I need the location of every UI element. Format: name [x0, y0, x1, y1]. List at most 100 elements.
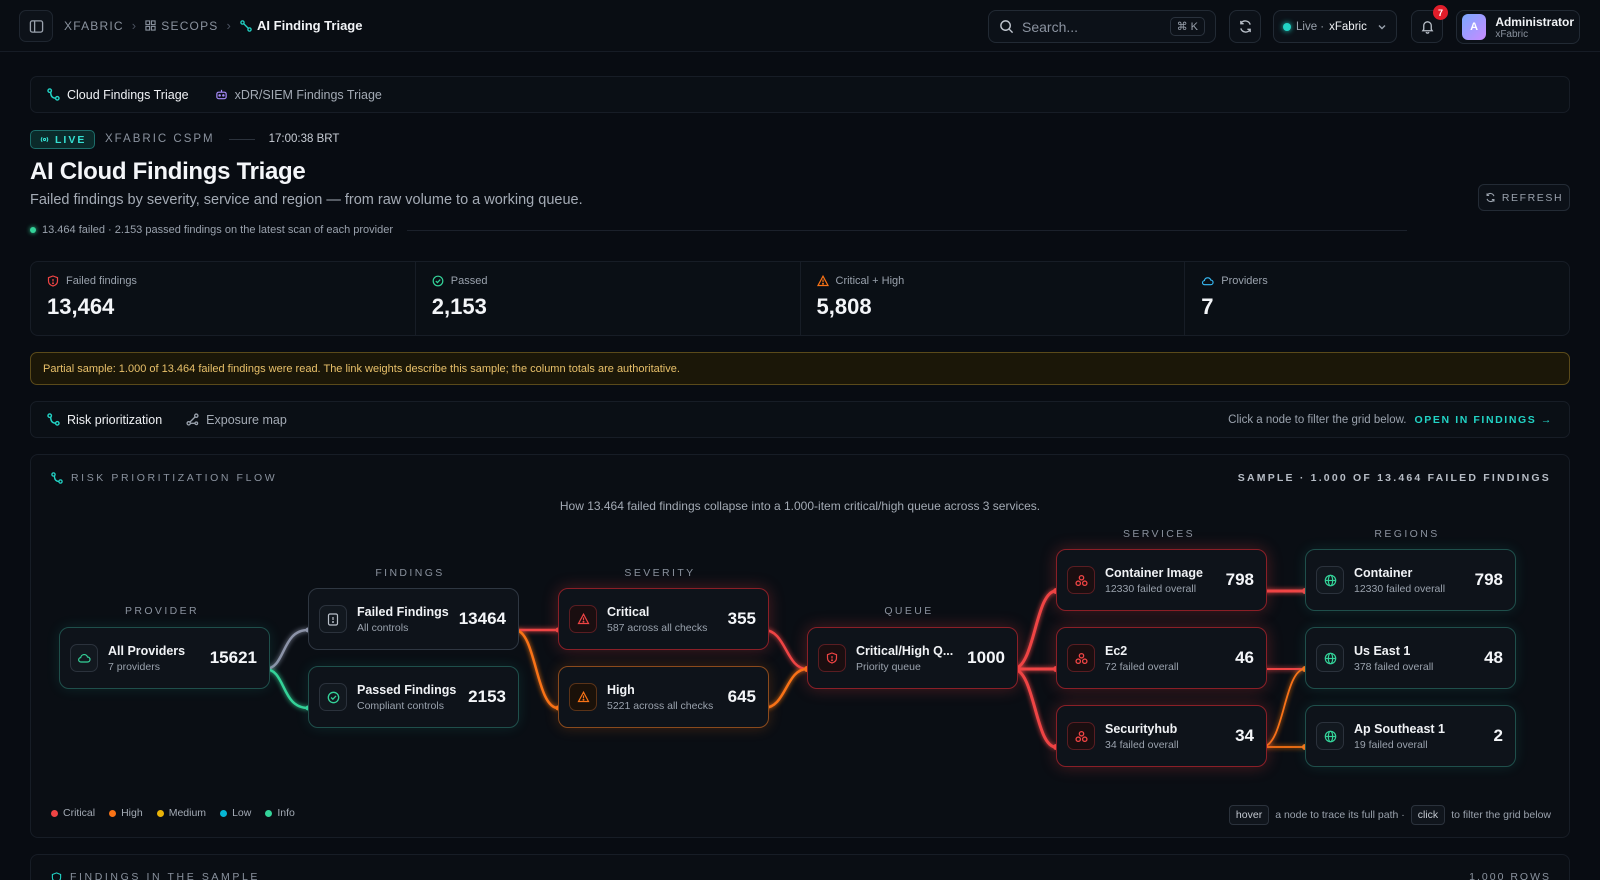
stat-value: 5,808 [816, 294, 872, 319]
stat-value: 7 [1201, 294, 1214, 319]
scan-status-text: 13.464 failed · 2.153 passed findings on… [42, 224, 394, 236]
stat-critical-high: Critical + High 5,808 [801, 262, 1186, 335]
node-name: Container Image [1105, 565, 1203, 580]
globe-icon [1324, 730, 1336, 742]
node-name: Ec2 [1105, 643, 1128, 658]
view-hint: Click a node to filter the grid below. [1228, 413, 1407, 426]
risk-prioritization-flow: RISK PRIORITIZATION FLOW SAMPLE · 1.000 … [30, 454, 1570, 838]
legend-swatch [265, 809, 273, 817]
flow-icon [240, 19, 252, 32]
notifications-button[interactable]: 7 [1411, 5, 1448, 43]
search-input[interactable]: Search... ⌘ K [988, 10, 1216, 43]
legend-item: Info [265, 807, 295, 819]
view-tabs: Risk prioritization Exposure map Click a… [30, 401, 1570, 438]
legend-label: Low [232, 807, 252, 819]
stat-failed-findings: Failed findings 13,464 [31, 262, 416, 335]
link-high-queue [762, 667, 809, 710]
stat-value: 2,153 [431, 294, 487, 319]
warning-text: Partial sample: 1.000 of 13.464 failed f… [43, 362, 680, 375]
node-subtitle: 34 failed overall [1105, 738, 1179, 751]
refresh-button[interactable]: REFRESH [1478, 184, 1570, 211]
node-name: Securityhub [1105, 721, 1178, 736]
node-value: 798 [1474, 570, 1503, 589]
node-critical-high-queue[interactable]: Critical/High Q...Priority queue 1000 [807, 627, 1018, 689]
warning-triangle-icon [576, 691, 590, 703]
live-status-dot [1283, 22, 1291, 31]
node-value: 15621 [209, 648, 257, 667]
node-name: Passed Findings [357, 682, 457, 697]
sidebar-toggle-button[interactable] [19, 10, 53, 42]
workspace-selector[interactable]: Live · xFabric [1273, 10, 1397, 43]
node-subtitle: All controls [357, 621, 409, 634]
node-value: 645 [727, 687, 756, 706]
node-subtitle: 12330 failed overall [1105, 582, 1197, 595]
tab-label: xDR/SIEM Findings Triage [234, 87, 382, 102]
globe-icon [1324, 652, 1336, 664]
globe-icon [1324, 574, 1336, 586]
node-service-securityhub[interactable]: Securityhub 34 failed overall 34 [1056, 705, 1267, 767]
open-in-findings-link[interactable]: OPEN IN FINDINGS → [1414, 413, 1553, 426]
shield-alert-icon [826, 652, 838, 664]
stat-label: Failed findings [66, 275, 137, 287]
sidebar-icon [29, 19, 43, 33]
breadcrumb-section[interactable]: SECOPS [145, 19, 218, 33]
legend-item: High [109, 807, 143, 819]
check-circle-icon [432, 275, 444, 287]
node-value: 34 [1235, 726, 1254, 745]
check-circle-icon [327, 691, 339, 703]
node-name: Critical/High Q... [856, 643, 954, 658]
aws-service-icon [1074, 574, 1088, 586]
stat-label: Critical + High [835, 275, 905, 287]
breadcrumb-section-label: SECOPS [161, 18, 219, 33]
node-subtitle: 587 across all checks [607, 621, 708, 634]
flow-icon [47, 88, 60, 101]
search-placeholder: Search... [1022, 18, 1079, 35]
tab-exposure-map[interactable]: Exposure map [186, 413, 287, 427]
column-label-severity: SEVERITY [624, 567, 696, 579]
legend-swatch [156, 809, 164, 817]
legend-swatch [109, 809, 117, 817]
column-label-findings: FINDINGS [375, 567, 445, 579]
sync-button[interactable] [1229, 10, 1261, 43]
breadcrumb-root[interactable]: XFABRIC [64, 18, 124, 33]
aws-service-icon [1074, 730, 1088, 742]
tab-risk-prioritization[interactable]: Risk prioritization [47, 413, 162, 427]
node-service-ec2[interactable]: Ec2 72 failed overall 46 [1056, 627, 1267, 689]
node-value: 2 [1493, 726, 1503, 745]
legend-item: Medium [156, 807, 206, 819]
refresh-icon [1239, 20, 1251, 33]
node-value: 2153 [468, 687, 506, 706]
tab-cloud-findings[interactable]: Cloud Findings Triage [47, 88, 189, 102]
node-subtitle: 72 failed overall [1105, 660, 1179, 673]
link-queue-svc1 [1011, 589, 1058, 671]
live-badge: LIVE [30, 130, 96, 149]
data-source: XFABRIC CSPM [105, 133, 215, 145]
tab-xdr-siem-findings[interactable]: xDR/SIEM Findings Triage [215, 88, 382, 102]
header-meta: XFABRIC CSPM 17:00:38 BRT [105, 133, 339, 145]
stat-label: Providers [1221, 275, 1268, 287]
link-svc3-reg2 [1261, 668, 1306, 748]
page-title: AI Cloud Findings Triage [30, 158, 306, 185]
hover-hint-text: a node to trace its full path · [1275, 809, 1405, 821]
refresh-icon [1486, 192, 1495, 203]
cloud-icon [78, 653, 91, 663]
user-menu[interactable]: A Administrator xFabric [1456, 10, 1580, 44]
scan-status: 13.464 failed · 2.153 passed findings on… [30, 224, 1408, 236]
avatar: A [1462, 14, 1487, 40]
node-value: 355 [727, 609, 756, 628]
status-dot [30, 227, 36, 233]
flow-heading-label: RISK PRIORITIZATION FLOW [71, 472, 278, 484]
live-status-label: Live · [1296, 20, 1325, 33]
warning-triangle-icon [816, 275, 829, 287]
node-value: 46 [1235, 648, 1254, 667]
live-badge-label: LIVE [55, 133, 87, 146]
